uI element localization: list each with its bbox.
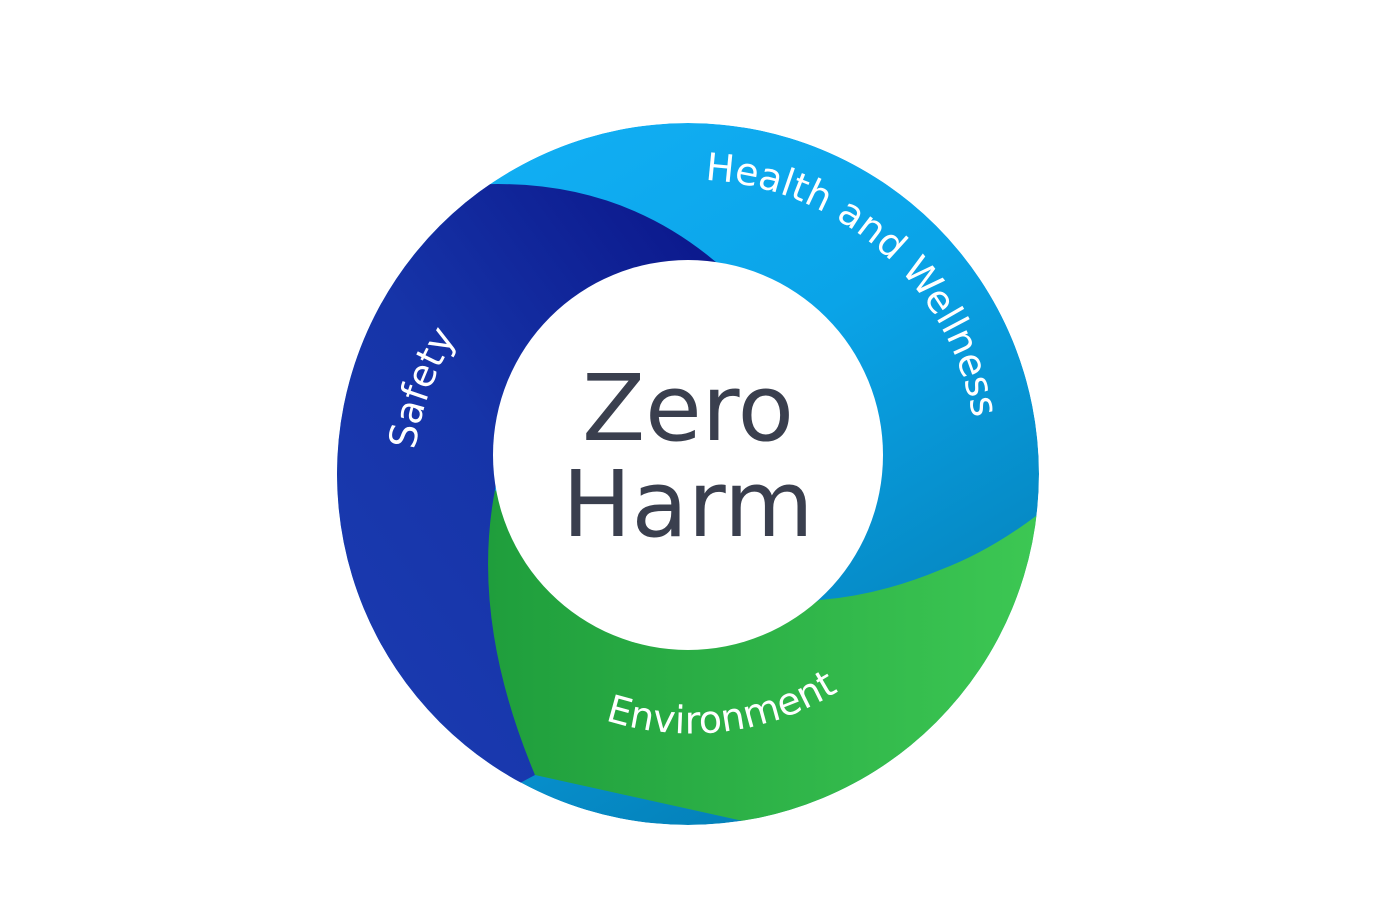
segment-safety <box>337 184 725 825</box>
center-title: Zero Harm <box>493 262 883 652</box>
center-circle <box>493 260 883 650</box>
center-title-line1: Zero <box>582 355 794 462</box>
center-title-line2: Harm <box>562 451 814 558</box>
